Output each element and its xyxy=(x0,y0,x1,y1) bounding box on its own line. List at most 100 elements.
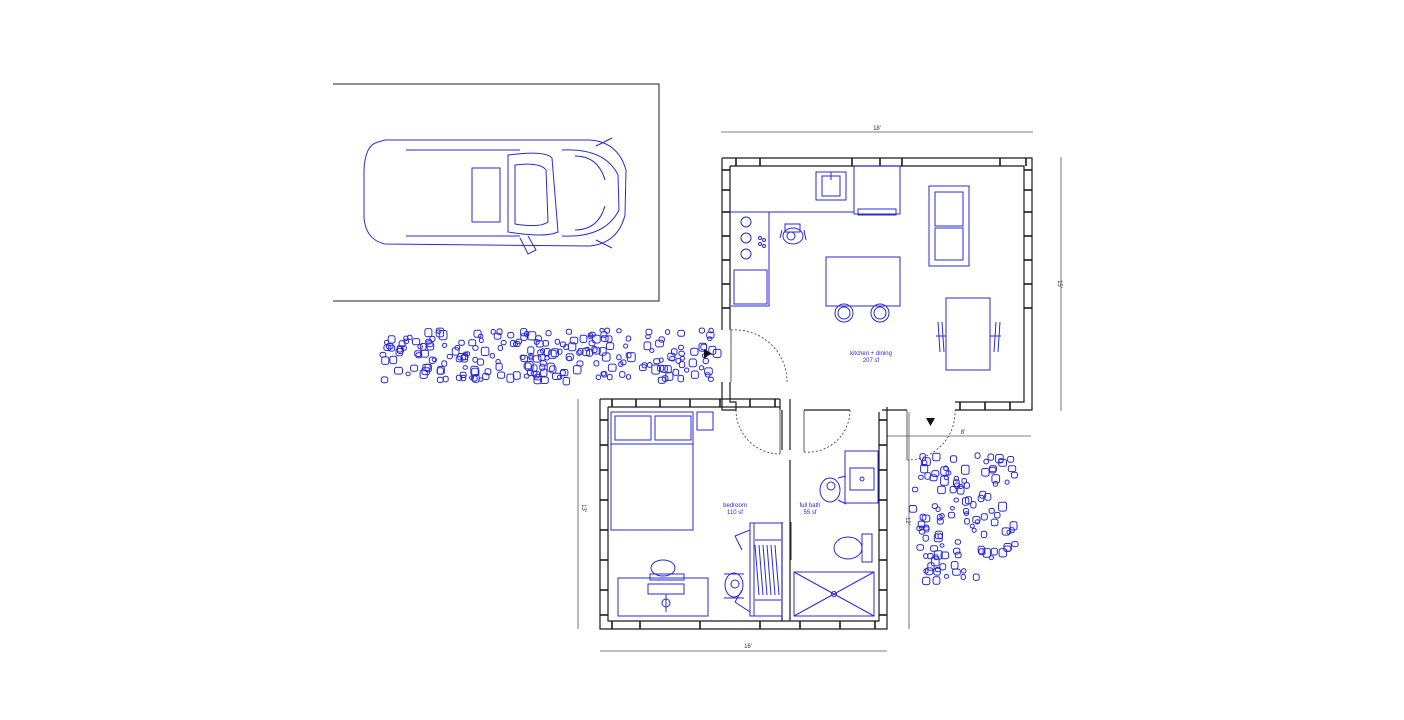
stone xyxy=(932,452,941,462)
stone xyxy=(559,341,567,348)
stone xyxy=(980,530,988,539)
stone xyxy=(419,369,428,379)
room-area-bath: 55 sf xyxy=(803,510,816,516)
stone xyxy=(704,367,713,376)
stone xyxy=(671,348,678,356)
stone xyxy=(984,493,992,501)
stone xyxy=(698,365,705,371)
stone xyxy=(606,342,615,350)
stone xyxy=(600,371,607,377)
stone xyxy=(677,374,684,383)
stone xyxy=(403,338,409,345)
dim-right-height: 15' xyxy=(1056,280,1062,288)
stone xyxy=(949,486,957,494)
stone xyxy=(667,352,676,361)
stone xyxy=(684,367,690,373)
stone xyxy=(923,568,929,574)
carport xyxy=(333,83,660,302)
stone xyxy=(962,497,970,506)
stone xyxy=(953,547,961,555)
car-icon xyxy=(363,137,627,255)
stone xyxy=(470,365,479,376)
stone xyxy=(586,349,594,357)
stone xyxy=(606,374,613,381)
desk xyxy=(617,559,709,617)
stone xyxy=(593,360,600,367)
stone xyxy=(950,455,958,463)
stone xyxy=(616,354,622,361)
stone xyxy=(974,452,981,459)
stone xyxy=(918,474,924,480)
stone xyxy=(933,550,943,560)
stone xyxy=(592,334,601,344)
stone xyxy=(922,457,931,467)
stone xyxy=(970,501,977,509)
toilet-icon xyxy=(833,533,873,563)
stone xyxy=(607,363,617,372)
stone xyxy=(626,374,632,380)
stone xyxy=(698,327,706,334)
stone xyxy=(658,336,665,343)
stone xyxy=(458,339,465,346)
stone xyxy=(664,365,672,374)
stone xyxy=(927,553,934,560)
stone xyxy=(939,543,945,548)
stone xyxy=(451,347,460,356)
stone xyxy=(943,574,950,579)
room-name-bath: full bath xyxy=(799,503,820,509)
stone xyxy=(436,366,445,375)
stone xyxy=(936,518,944,525)
stone xyxy=(911,486,919,493)
stone xyxy=(519,354,526,360)
stone xyxy=(989,466,997,474)
stone xyxy=(425,340,434,348)
stone xyxy=(462,365,468,370)
stone xyxy=(924,472,932,480)
stone xyxy=(963,482,970,489)
stone xyxy=(455,374,463,381)
stone xyxy=(565,353,574,361)
stone xyxy=(468,339,477,347)
stone xyxy=(472,374,480,383)
stone xyxy=(917,520,926,528)
stone xyxy=(977,545,986,555)
stone xyxy=(992,480,999,487)
stone xyxy=(645,334,651,339)
stone xyxy=(543,348,551,356)
stone xyxy=(1003,543,1012,552)
stone xyxy=(523,362,532,370)
stone xyxy=(679,355,686,361)
stone xyxy=(963,508,970,515)
stone xyxy=(569,336,579,345)
stone xyxy=(424,363,432,373)
stone xyxy=(540,376,549,384)
stone xyxy=(923,553,929,559)
stone xyxy=(932,576,941,585)
stone xyxy=(380,376,389,384)
stone xyxy=(523,373,530,379)
stone xyxy=(379,351,387,358)
stone xyxy=(549,365,557,374)
stone xyxy=(562,377,571,386)
stone xyxy=(961,464,970,475)
person-dressing-icon xyxy=(724,572,744,599)
porch-entry-arrow-icon xyxy=(926,418,935,426)
shower xyxy=(793,571,875,617)
stone xyxy=(988,507,995,514)
stone xyxy=(935,506,941,513)
stone xyxy=(500,340,507,346)
stone xyxy=(431,357,438,362)
stone xyxy=(546,362,555,372)
stone xyxy=(665,371,674,381)
stone xyxy=(1009,527,1015,534)
entry-arrow-icon xyxy=(704,349,712,358)
stone xyxy=(495,362,503,371)
stone xyxy=(535,335,542,342)
stone xyxy=(641,362,648,369)
stone xyxy=(995,454,1004,464)
stone xyxy=(712,348,722,358)
stone xyxy=(990,547,998,556)
stone xyxy=(626,352,636,363)
stone xyxy=(972,573,980,581)
stone xyxy=(548,349,557,359)
